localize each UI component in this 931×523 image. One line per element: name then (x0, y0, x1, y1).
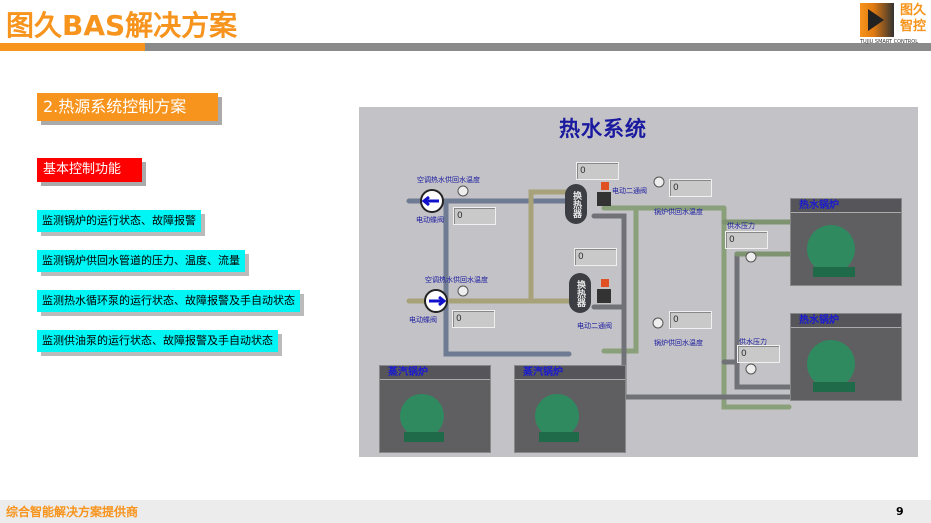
supply-pressure-label: 供水压力 (739, 338, 767, 346)
pipe-boiler-branch (721, 219, 802, 257)
reading-box: 0 (737, 345, 780, 363)
function-item: 监测锅炉的运行状态、故障报警 (37, 210, 201, 232)
boiler-temp-label: 锅炉供回水温度 (654, 208, 703, 216)
pipe-boiler-return (591, 213, 812, 400)
header-divider (0, 43, 931, 51)
boiler-label: 蒸汽锅炉 (515, 366, 625, 380)
boiler-icon (807, 225, 855, 277)
page-title: 图久BAS解决方案 (6, 9, 238, 42)
pipe-boiler-supply (601, 205, 792, 410)
boiler-panel: 热水锅炉 (790, 313, 902, 401)
boiler-panel: 蒸汽锅炉 (514, 365, 626, 453)
two-way-valve-label: 电动二通阀 (612, 187, 647, 195)
supply-pressure-label: 供水压力 (727, 222, 755, 230)
boiler-icon (400, 394, 444, 442)
reading-box: 0 (669, 179, 712, 197)
footer-bar (0, 500, 931, 523)
butterfly-valve-icon (420, 189, 448, 313)
two-way-valve-icon (597, 182, 611, 303)
section-title: 2.热源系统控制方案 (37, 93, 218, 121)
reading-box: 0 (574, 248, 617, 266)
function-heading: 基本控制功能 (37, 158, 142, 182)
logo-mark (860, 3, 894, 37)
heat-exchanger-label: 换热器 (571, 190, 581, 218)
ac-temp-label: 空调热水供回水温度 (417, 176, 480, 184)
boiler-icon (807, 340, 855, 392)
two-way-valve-label: 电动二通阀 (577, 322, 612, 330)
butterfly-valve-label: 电动蝶阀 (409, 316, 437, 324)
boiler-label: 热水锅炉 (791, 199, 901, 213)
logo-text: 图久智控 (900, 3, 927, 34)
function-item: 监测锅炉供回水管道的压力、温度、流量 (37, 250, 245, 272)
footer-text: 综合智能解决方案提供商 (6, 505, 139, 519)
function-item: 监测供油泵的运行状态、故障报警及手自动状态 (37, 330, 278, 352)
hot-water-system-diagram: 热水系统 换热器 换热器 空调热水供回水温度 电动蝶阀 空调热水供回水温度 电动… (359, 107, 918, 457)
heat-exchanger-icon (565, 184, 591, 313)
reading-box: 0 (725, 231, 768, 249)
play-triangle-icon (868, 9, 884, 31)
boiler-icon (535, 394, 579, 442)
heat-exchanger-label: 换热器 (575, 279, 585, 307)
diagram-title: 热水系统 (559, 117, 647, 141)
ac-temp-label: 空调热水供回水温度 (425, 276, 488, 284)
logo: 图久智控 TUJIU SMART CONTROL (860, 3, 928, 45)
gauge-icon (457, 176, 757, 375)
butterfly-valve-label: 电动蝶阀 (416, 216, 444, 224)
page-number: 9 (896, 505, 904, 518)
boiler-label: 蒸汽锅炉 (380, 366, 490, 380)
boiler-label: 热水锅炉 (791, 314, 901, 328)
header-divider-accent (0, 43, 145, 51)
reading-box: 0 (452, 310, 495, 328)
boiler-panel: 蒸汽锅炉 (379, 365, 491, 453)
boiler-panel: 热水锅炉 (790, 198, 902, 286)
pipe-network (406, 176, 812, 410)
reading-box: 0 (453, 207, 496, 225)
boiler-temp-label: 锅炉供回水温度 (654, 339, 703, 347)
logo-subtext: TUJIU SMART CONTROL (860, 39, 918, 45)
reading-box: 0 (669, 311, 712, 329)
reading-box: 0 (576, 162, 619, 180)
function-item: 监测热水循环泵的运行状态、故障报警及手自动状态 (37, 290, 300, 312)
